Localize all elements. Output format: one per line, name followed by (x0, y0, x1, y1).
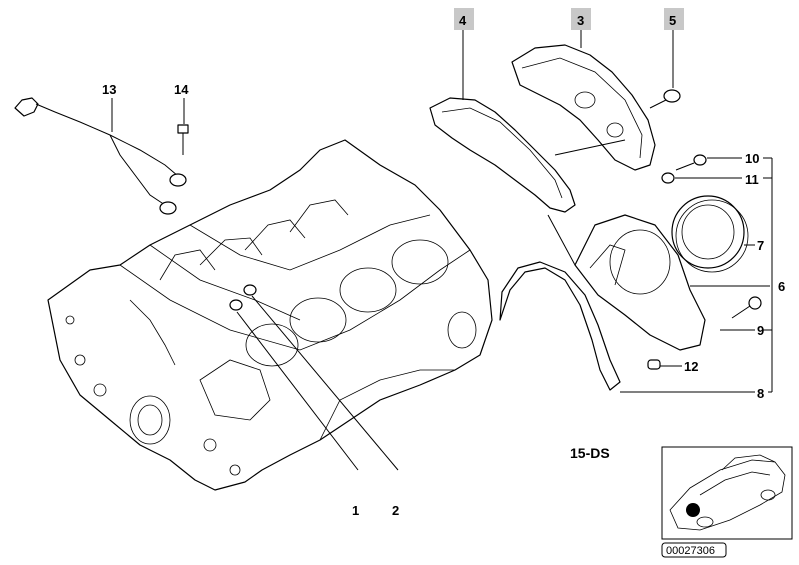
bolt-5[interactable] (649, 89, 681, 109)
callout-labels: 1 2 3 4 5 6 7 8 9 10 11 12 13 14 (102, 8, 785, 518)
engine-block[interactable] (47, 139, 493, 491)
callout-4-highlight (454, 8, 474, 30)
callout-9[interactable]: 9 (757, 323, 764, 338)
bolt-9[interactable] (731, 296, 762, 319)
callout-11[interactable]: 11 (745, 172, 759, 187)
reference-number: 00027306 (666, 545, 715, 557)
callout-3[interactable]: 3 (577, 13, 584, 28)
callout-10[interactable]: 10 (745, 151, 759, 166)
callout-5-highlight (664, 8, 684, 30)
callout-3-highlight (571, 8, 591, 30)
callout-1[interactable]: 1 (352, 503, 359, 518)
bolt-10[interactable] (675, 154, 707, 171)
callout-2[interactable]: 2 (392, 503, 399, 518)
plug-2[interactable] (243, 284, 257, 296)
callout-7[interactable]: 7 (757, 238, 764, 253)
gasket-8[interactable] (499, 261, 621, 391)
knock-sensor-harness[interactable] (14, 97, 187, 215)
callout-14[interactable]: 14 (174, 82, 189, 97)
callout-6[interactable]: 6 (778, 279, 785, 294)
shaft-seal-7[interactable] (671, 195, 749, 273)
vehicle-locator: 00027306 (661, 446, 793, 558)
car-outline-icon (669, 454, 786, 531)
washer-11[interactable] (661, 172, 675, 184)
callout-5[interactable]: 5 (669, 13, 676, 28)
plug-1[interactable] (229, 299, 243, 311)
engine-location-marker-icon (686, 503, 700, 517)
bolt-14[interactable] (177, 124, 189, 155)
timing-cover-3[interactable] (511, 44, 656, 171)
callout-12[interactable]: 12 (684, 359, 698, 374)
callout-13[interactable]: 13 (102, 82, 116, 97)
dowel-12[interactable] (647, 359, 661, 370)
callout-8[interactable]: 8 (757, 386, 764, 401)
rear-cover-6[interactable] (574, 214, 706, 351)
diagram-code: 15-DS (570, 445, 610, 461)
leader-lines (111, 30, 773, 471)
callout-4[interactable]: 4 (459, 13, 467, 28)
gasket-4[interactable] (429, 97, 576, 213)
